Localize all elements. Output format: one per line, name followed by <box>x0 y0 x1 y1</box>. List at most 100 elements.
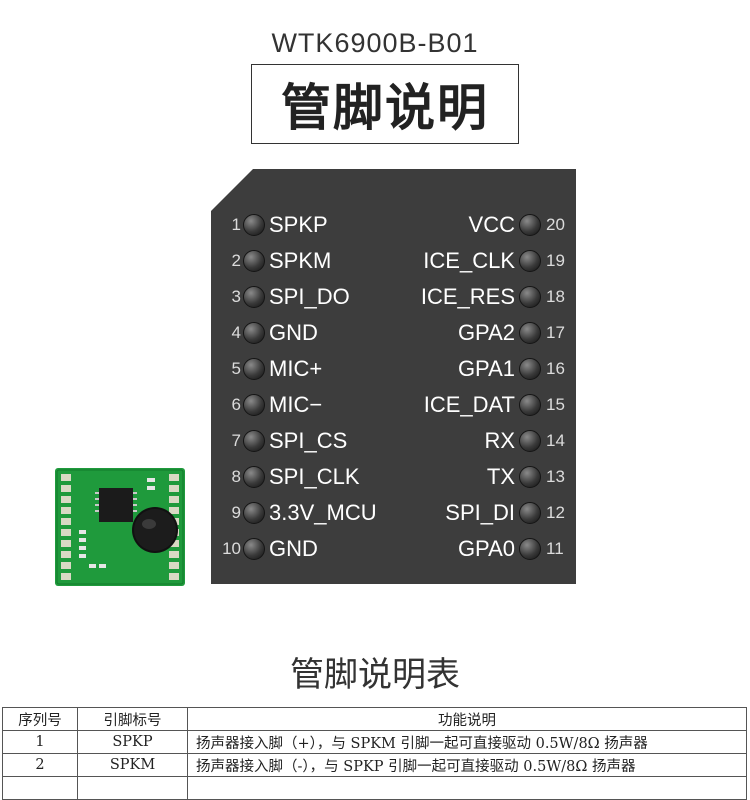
pin-row-3: 3 SPI_DO <box>211 282 350 312</box>
pin-label: RX <box>484 428 515 453</box>
table-row: 2 SPKM 扬声器接入脚（-），与 SPKP 引脚一起可直接驱动 0.5W/8… <box>2 753 747 777</box>
pin-row-13: TX 13 <box>487 462 576 492</box>
pin-dot-icon <box>519 466 541 488</box>
pin-dot-icon <box>519 538 541 560</box>
pin-row-10: 10 GND <box>211 534 318 564</box>
pin-row-4: 4 GND <box>211 318 318 348</box>
pin-number: 6 <box>231 395 241 414</box>
pin-number: 12 <box>546 503 565 522</box>
pin-row-17: GPA2 17 <box>458 318 576 348</box>
pin-number: 11 <box>546 539 564 558</box>
pin-number: 17 <box>546 323 565 342</box>
pin-label: SPI_DI <box>445 500 515 525</box>
pin-dot-icon <box>519 394 541 416</box>
pin-dot-icon <box>243 538 265 560</box>
pin-row-15: ICE_DAT 15 <box>424 390 576 420</box>
pin-row-16: GPA1 16 <box>458 354 576 384</box>
pin-label: 3.3V_MCU <box>269 500 377 525</box>
cell-function: 扬声器接入脚（-），与 SPKP 引脚一起可直接驱动 0.5W/8Ω 扬声器 <box>187 753 747 777</box>
pin-dot-icon <box>243 394 265 416</box>
pin-dot-icon <box>243 358 265 380</box>
pin-dot-icon <box>519 250 541 272</box>
pin-label: ICE_DAT <box>423 392 515 417</box>
pin-label: SPKP <box>269 212 328 237</box>
pin-description-table: 序列号 引脚标号 功能说明 1 SPKP 扬声器接入脚（+），与 SPKM 引脚… <box>2 707 747 800</box>
pin-label: GPA0 <box>457 536 515 561</box>
header-pin: 引脚标号 <box>77 707 188 731</box>
pin-label: MIC+ <box>269 356 323 381</box>
table-header-row: 序列号 引脚标号 功能说明 <box>2 707 747 731</box>
pin-label: SPI_CLK <box>269 464 360 489</box>
pin-row-9: 9 3.3V_MCU <box>211 498 377 528</box>
pin-label: GND <box>269 536 318 561</box>
pin-number: 4 <box>231 323 241 342</box>
table-title: 管脚说明表 <box>290 655 460 695</box>
pin-row-19: ICE_CLK 19 <box>423 246 576 276</box>
pin-number: 10 <box>222 539 241 558</box>
pin-number: 16 <box>546 359 565 378</box>
pin-number: 5 <box>231 359 241 378</box>
pin-row-20: VCC 20 <box>469 210 576 240</box>
pin-row-12: SPI_DI 12 <box>445 498 576 528</box>
pin-row-1: 1 SPKP <box>211 210 328 240</box>
header-function: 功能说明 <box>187 707 747 731</box>
cell-function <box>187 776 747 800</box>
pin-number: 8 <box>231 467 241 486</box>
pin-label: SPKM <box>269 248 332 273</box>
pin-number: 20 <box>546 215 565 234</box>
page-title: 管脚说明 <box>251 64 519 144</box>
pin-dot-icon <box>519 214 541 236</box>
pin-label: ICE_RES <box>420 284 515 309</box>
pin-row-11: GPA0 11 <box>458 534 576 564</box>
cell-serial: 1 <box>2 730 78 754</box>
pin-number: 1 <box>231 215 241 234</box>
header-serial: 序列号 <box>2 707 78 731</box>
pin-dot-icon <box>519 286 541 308</box>
pin-dot-icon <box>243 502 265 524</box>
pin-row-8: 8 SPI_CLK <box>211 462 360 492</box>
pin-dot-icon <box>243 286 265 308</box>
pin-row-2: 2 SPKM <box>211 246 332 276</box>
pin-number: 13 <box>546 467 565 486</box>
cell-pin: SPKM <box>77 753 188 777</box>
pin-label: GPA1 <box>457 356 515 381</box>
pin-row-18: ICE_RES 18 <box>421 282 576 312</box>
pin-number: 15 <box>546 395 565 414</box>
cell-pin: SPKP <box>77 730 188 754</box>
pin-row-5: 5 MIC+ <box>211 354 323 384</box>
pin-dot-icon <box>519 322 541 344</box>
table-row <box>2 776 747 800</box>
cell-pin <box>77 776 188 800</box>
pin-number: 9 <box>231 503 241 522</box>
table-row: 1 SPKP 扬声器接入脚（+），与 SPKM 引脚一起可直接驱动 0.5W/8… <box>2 730 747 754</box>
pin-dot-icon <box>243 250 265 272</box>
pin-label: GND <box>269 320 318 345</box>
pin-dot-icon <box>243 322 265 344</box>
pin-label: ICE_CLK <box>423 248 515 273</box>
pin-number: 14 <box>546 431 565 450</box>
model-name: WTK6900B-B01 <box>271 28 479 58</box>
pin-label: VCC <box>468 212 515 237</box>
pin-number: 19 <box>546 251 565 270</box>
cell-serial: 2 <box>2 753 78 777</box>
cell-serial <box>2 776 78 800</box>
pin-label: TX <box>486 464 515 489</box>
cell-function: 扬声器接入脚（+），与 SPKM 引脚一起可直接驱动 0.5W/8Ω 扬声器 <box>187 730 747 754</box>
pin-row-14: RX 14 <box>484 426 576 456</box>
pin-dot-icon <box>519 358 541 380</box>
pin-number: 18 <box>546 287 565 306</box>
pin-dot-icon <box>243 466 265 488</box>
pinout-board: 1 SPKP 2 SPKM 3 SPI_DO 4 GND 5 MIC+ 6 MI… <box>211 169 576 584</box>
pin-row-6: 6 MIC− <box>211 390 323 420</box>
pin-label: SPI_DO <box>269 284 350 309</box>
pin-dot-icon <box>243 430 265 452</box>
pin-dot-icon <box>519 430 541 452</box>
pin-row-7: 7 SPI_CS <box>211 426 348 456</box>
pin-label: MIC− <box>269 392 323 417</box>
pin-number: 3 <box>231 287 241 306</box>
pin-label: SPI_CS <box>269 428 348 453</box>
pin-label: GPA2 <box>457 320 515 345</box>
pin-number: 7 <box>231 431 241 450</box>
module-photo <box>55 468 185 586</box>
pin-dot-icon <box>519 502 541 524</box>
